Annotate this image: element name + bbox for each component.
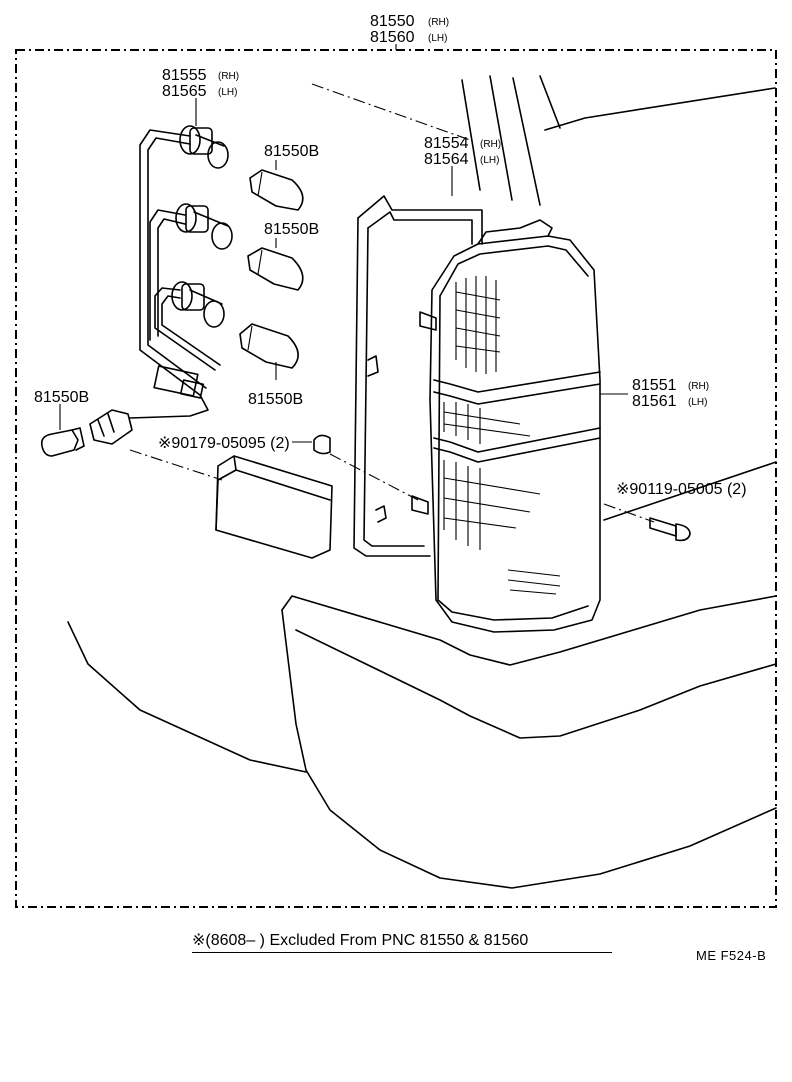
screw-right-label: ※90119-05005 (2) — [616, 481, 747, 498]
vehicle-body-outline — [67, 75, 777, 889]
svg-text:(LH): (LH) — [480, 155, 499, 166]
svg-text:81555: 81555 — [162, 67, 207, 84]
svg-text:81554: 81554 — [424, 135, 469, 152]
bulb-lower-label: 81550B — [248, 391, 303, 408]
screw-left — [313, 434, 331, 455]
combination-lamp-lens — [429, 219, 601, 633]
leader-lines — [59, 98, 628, 443]
figure-code: ME F524-B — [696, 948, 767, 963]
screw-left-label: ※90179-05095 (2) — [158, 435, 290, 452]
svg-text:81561: 81561 — [632, 393, 677, 410]
svg-text:(RH): (RH) — [218, 71, 239, 82]
svg-text:81550: 81550 — [370, 13, 415, 30]
bulb-upper-label: 81550B — [264, 143, 319, 160]
assembly-label: 81550 (RH) 81560 (LH) — [370, 13, 449, 46]
svg-text:81564: 81564 — [424, 151, 469, 168]
lens-mounting-stud — [411, 311, 437, 515]
svg-text:(RH): (RH) — [480, 139, 501, 150]
svg-text:81551: 81551 — [632, 377, 677, 394]
bulb-side-label: 81550B — [34, 389, 89, 406]
footnote: ※(8608– ) Excluded From PNC 81550 & 8156… — [192, 930, 612, 953]
gasket — [353, 195, 483, 557]
svg-text:(LH): (LH) — [428, 33, 447, 44]
bulb-upper — [249, 169, 304, 211]
svg-text:(LH): (LH) — [218, 87, 237, 98]
socket-wire-label: 81555 (RH) 81565 (LH) — [162, 67, 239, 100]
bulb-middle-label: 81550B — [264, 221, 319, 238]
socket-middle — [175, 203, 233, 250]
assembly-frame — [15, 49, 777, 908]
socket-lower — [171, 281, 225, 328]
svg-text:81560: 81560 — [370, 29, 415, 46]
socket-wire-harness — [89, 125, 233, 445]
svg-text:(RH): (RH) — [688, 381, 709, 392]
side-marker-lens — [215, 455, 333, 559]
svg-text:81565: 81565 — [162, 83, 207, 100]
gasket-label: 81554 (RH) 81564 (LH) — [424, 135, 501, 168]
bulb-lower — [239, 323, 299, 369]
bulb-middle — [247, 247, 304, 291]
bulb-side — [40, 427, 85, 457]
svg-text:(LH): (LH) — [688, 397, 707, 408]
svg-text:(RH): (RH) — [428, 17, 449, 28]
lens-label: 81551 (RH) 81561 (LH) — [632, 377, 709, 410]
socket-upper — [179, 125, 229, 169]
screw-right — [649, 517, 691, 542]
socket-side-marker — [89, 409, 133, 445]
